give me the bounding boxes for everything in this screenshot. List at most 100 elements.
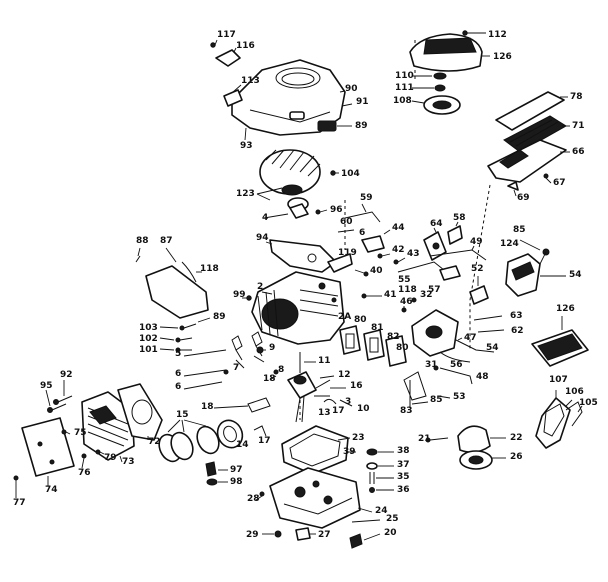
- callout-l94: 94: [256, 233, 269, 243]
- part-31-56-carb-lower: [403, 365, 473, 408]
- part-124-fuel-pump: [505, 239, 566, 297]
- callout-l85: 85: [513, 225, 526, 235]
- part-88-bracket: [135, 247, 141, 263]
- part-44-governor-lever: [354, 229, 406, 299]
- callout-l7: 7: [233, 363, 239, 373]
- callout-l49: 49: [470, 237, 483, 247]
- callout-l71: 71: [572, 121, 585, 131]
- callout-l118a: 118: [200, 264, 219, 274]
- callout-l85b: 85: [430, 395, 443, 405]
- callout-l16: 16: [350, 381, 363, 391]
- callout-l126b: 126: [556, 304, 575, 314]
- part-66-air-cleaner-base: [487, 139, 570, 197]
- callout-l17b: 17: [258, 436, 271, 446]
- callout-l44: 44: [392, 223, 405, 233]
- callout-l28: 28: [247, 494, 260, 504]
- callout-l64: 64: [430, 219, 443, 229]
- part-94-baffle: [265, 239, 337, 273]
- callout-l58: 58: [453, 213, 466, 223]
- part-97-98-plugs: [205, 461, 228, 486]
- callout-l32: 32: [420, 290, 433, 300]
- callout-l66: 66: [572, 147, 585, 157]
- callout-l17a: 17: [332, 406, 345, 416]
- callout-l88: 88: [136, 236, 149, 246]
- callout-l105: 105: [579, 398, 598, 408]
- callout-l20: 20: [384, 528, 397, 538]
- callout-l14: 14: [236, 440, 249, 450]
- part-2a-80-82-gaskets: [339, 325, 407, 367]
- callout-l80b: 80: [396, 343, 409, 353]
- callout-l107: 107: [549, 375, 568, 385]
- callout-l69: 69: [517, 193, 530, 203]
- callout-l26: 26: [510, 452, 523, 462]
- part-90-blower-housing: [223, 59, 353, 141]
- callout-l98: 98: [230, 477, 243, 487]
- callout-l67: 67: [553, 178, 566, 188]
- callout-l119: 119: [338, 248, 357, 258]
- callout-l22: 22: [510, 433, 523, 443]
- callout-l37: 37: [397, 460, 410, 470]
- callout-l73: 73: [122, 457, 135, 467]
- part-119-gasket: [327, 253, 353, 273]
- callout-l53: 53: [453, 392, 466, 402]
- callout-l46: 46: [400, 297, 413, 307]
- callout-l5: 5: [175, 349, 181, 359]
- callout-l59: 59: [360, 193, 373, 203]
- part-20-29-small-parts: [262, 519, 381, 549]
- callout-l97: 97: [230, 465, 243, 475]
- callout-l63: 63: [510, 311, 523, 321]
- callout-l116: 116: [236, 41, 255, 51]
- callout-l25: 25: [386, 514, 399, 524]
- callout-l89: 89: [355, 121, 368, 131]
- part-73-cylinder-head: [81, 391, 135, 463]
- part-24-sump: [255, 467, 373, 529]
- callout-l6b: 6: [175, 369, 181, 379]
- callout-l80a: 80: [354, 315, 367, 325]
- callout-l108: 108: [393, 96, 412, 106]
- callout-l92: 92: [60, 370, 73, 380]
- part-14-15-seals: [158, 419, 267, 463]
- callout-l35: 35: [397, 472, 410, 482]
- callout-l12: 12: [338, 370, 351, 380]
- callout-l124: 124: [500, 239, 519, 249]
- callout-l39: 39: [343, 447, 356, 457]
- callout-l24: 24: [375, 506, 388, 516]
- part-59-60-linkage: [315, 203, 381, 233]
- part-2-engine-block: [242, 271, 345, 345]
- callout-l43: 43: [407, 249, 420, 259]
- callout-l6: 6: [359, 228, 365, 238]
- part-22-26-pto: [425, 425, 506, 470]
- callout-l74: 74: [45, 485, 58, 495]
- callout-l57: 57: [428, 285, 441, 295]
- callout-l112: 112: [488, 30, 507, 40]
- callout-l76: 76: [78, 468, 91, 478]
- callout-l2a: 2A: [338, 312, 351, 322]
- callout-l110: 110: [395, 71, 414, 81]
- callout-l118b: 118: [398, 285, 417, 295]
- part-47-carburetor: [411, 309, 505, 363]
- callout-l83: 83: [400, 406, 413, 416]
- callout-l3: 3: [345, 397, 351, 407]
- callout-l89b: 89: [213, 312, 226, 322]
- callout-l101: 101: [139, 345, 158, 355]
- callout-l52: 52: [471, 264, 484, 274]
- part-123-flywheel: [256, 149, 321, 219]
- callout-l40: 40: [370, 266, 383, 276]
- callout-l56: 56: [450, 360, 463, 370]
- callout-l18b: 18: [201, 402, 214, 412]
- callout-l38: 38: [397, 446, 410, 456]
- part-126-gasket-set: [531, 316, 589, 367]
- part-52-clip: [469, 276, 489, 305]
- callout-l27: 27: [318, 530, 331, 540]
- callout-l47: 47: [464, 333, 477, 343]
- callout-l72: 72: [148, 437, 161, 447]
- part-71-air-filter: [503, 115, 570, 153]
- callout-l113: 113: [241, 76, 260, 86]
- callout-l15: 15: [176, 410, 189, 420]
- callout-l106: 106: [565, 387, 584, 397]
- callout-l102: 102: [139, 334, 158, 344]
- callout-l75: 75: [74, 428, 87, 438]
- callout-l87: 87: [160, 236, 173, 246]
- callout-l36: 36: [397, 485, 410, 495]
- part-126-rewind-starter: [409, 30, 490, 115]
